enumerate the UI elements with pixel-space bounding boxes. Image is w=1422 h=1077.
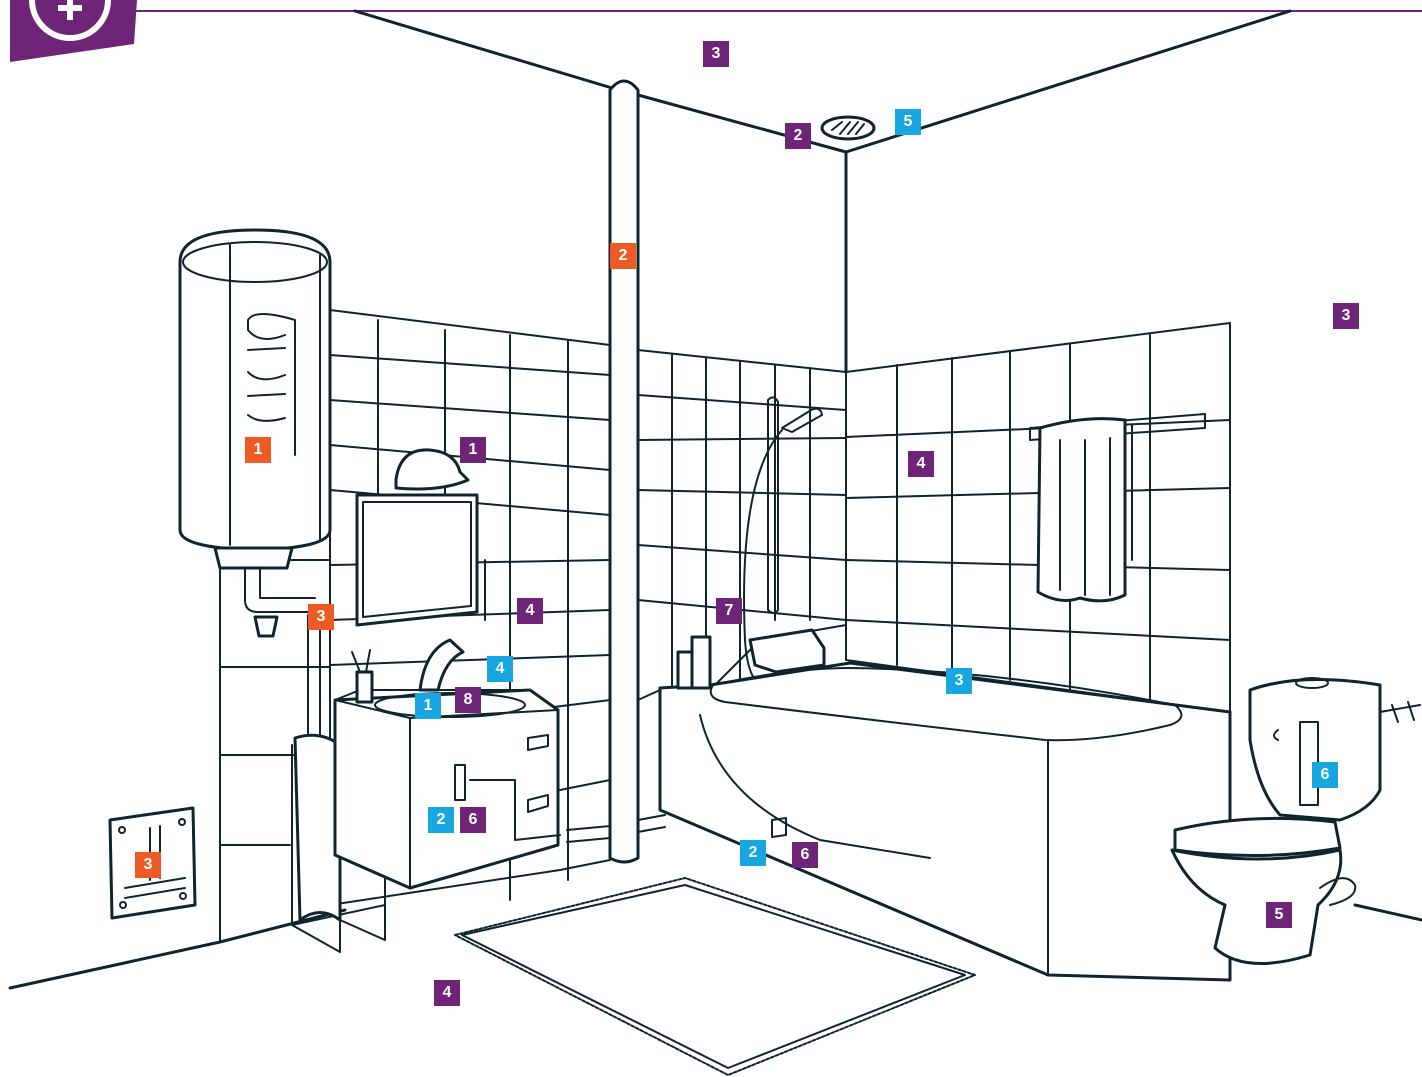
marker-purple-6-bath-siphon: 6 xyxy=(792,842,818,868)
marker-purple-5-toilet: 5 xyxy=(1266,902,1292,928)
sink-cabinet xyxy=(335,640,560,888)
marker-blue-5-vent: 5 xyxy=(895,109,921,135)
marker-purple-1-lamp: 1 xyxy=(460,437,486,463)
riser-pipe xyxy=(567,81,665,862)
marker-orange-2-riser: 2 xyxy=(610,243,636,269)
marker-orange-1-heater: 1 xyxy=(245,437,271,463)
towel-bar xyxy=(1030,414,1205,601)
marker-purple-4-right-tiles: 4 xyxy=(908,451,934,477)
marker-blue-4-tiles: 4 xyxy=(487,656,513,682)
marker-orange-3-panel: 3 xyxy=(135,852,161,878)
marker-blue-2-sink-drain: 2 xyxy=(428,807,454,833)
marker-purple-2-ceiling: 2 xyxy=(785,123,811,149)
marker-purple-3-right-wall: 3 xyxy=(1333,303,1359,329)
marker-purple-7-shower: 7 xyxy=(716,598,742,624)
marker-orange-3-heater-pipe: 3 xyxy=(308,604,334,630)
bathtub xyxy=(660,637,1230,980)
marker-blue-1-faucet: 1 xyxy=(415,693,441,719)
marker-purple-4-floor: 4 xyxy=(434,980,460,1006)
ceiling-vent xyxy=(822,117,874,139)
shower-set xyxy=(744,397,824,688)
marker-purple-4-left-tiles: 4 xyxy=(517,598,543,624)
marker-blue-3-bathtub: 3 xyxy=(946,668,972,694)
mirror xyxy=(357,495,477,625)
marker-purple-3-ceiling: 3 xyxy=(703,41,729,67)
marker-blue-6-cistern: 6 xyxy=(1312,762,1338,788)
water-heater xyxy=(180,230,330,740)
marker-purple-6-sink-siphon: 6 xyxy=(460,807,486,833)
marker-purple-8-basin: 8 xyxy=(455,687,481,713)
marker-blue-2-bath-drain: 2 xyxy=(740,840,766,866)
